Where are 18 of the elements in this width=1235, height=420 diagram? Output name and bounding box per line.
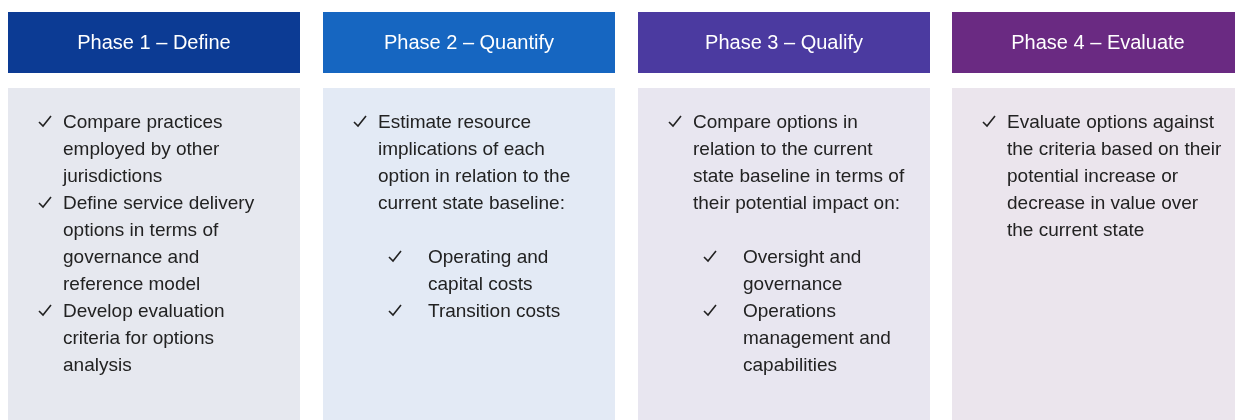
bullet-text: Oversight and governance [743,245,863,296]
phase-panel [638,88,930,420]
bullet-text: Define service delivery options in terms of governance and reference model [63,191,256,296]
phase-header: Phase 3 – Qualify [638,12,930,73]
bullet-text: Operating and capital costs [428,245,550,296]
phase-header: Phase 4 – Evaluate [952,12,1235,73]
phase-header: Phase 2 – Quantify [323,12,615,73]
bullet-text: Transition costs [428,299,562,323]
phase-panel [8,88,300,420]
bullet-text: Compare practices employed by other jurisdictions [63,110,224,188]
phase-header: Phase 1 – Define [8,12,300,73]
bullet-text: Operations management and capabilities [743,299,892,377]
phase-panel [323,88,615,420]
phase-panel [952,88,1235,420]
bullet-text: Compare options in relation to the current state baseline in terms of their potential impact on: [693,110,906,215]
bullet-text: Evaluate options against the criteria based on their potential increase or decrease in value over the current state [1007,110,1222,242]
bullet-text: Develop evaluation criteria for options analysis [63,299,226,377]
bullet-text: Estimate resource implications of each option in relation to the current state baseline: [378,110,572,215]
